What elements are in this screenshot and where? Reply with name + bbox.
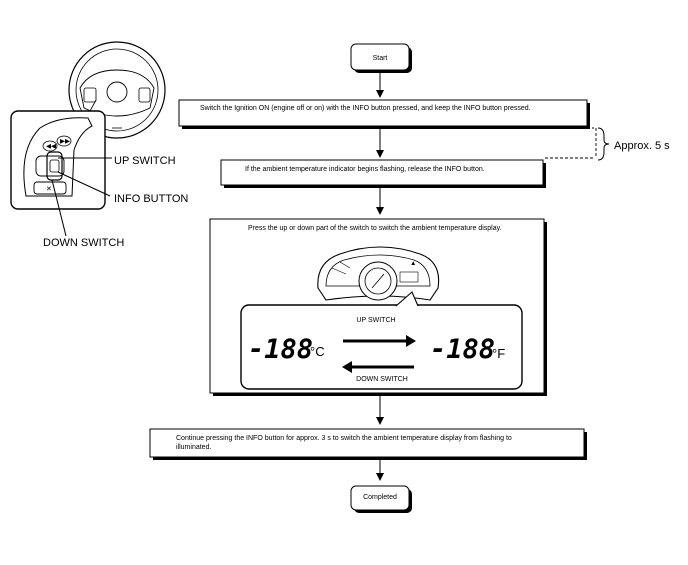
start-label: Start	[373, 55, 388, 62]
approx-5s-label: Approx. 5 s	[614, 140, 670, 152]
display-down-switch-label: DOWN SWITCH	[356, 376, 408, 383]
fahrenheit-digits: -188	[430, 334, 495, 365]
step4-box: Continue pressing the INFO button for ap…	[149, 428, 587, 460]
end-label: Completed	[363, 494, 397, 501]
info-button-label: INFO BUTTON	[114, 193, 188, 205]
right-arrow-icon	[406, 335, 416, 347]
step3-text: Press the up or down part of the switch …	[248, 225, 502, 232]
celsius-digits: -188	[248, 334, 313, 365]
button-glyph: ▶▶	[60, 138, 70, 145]
button-glyph: ✕	[46, 186, 52, 193]
instrument-cluster: ▲	[317, 246, 440, 301]
end-terminal: Completed	[350, 485, 412, 513]
steering-wheel-illustration	[68, 41, 166, 139]
switch-zoom-box: ◀◀ ▶▶ ✕	[10, 99, 106, 210]
switch-arrows	[342, 335, 416, 373]
display-up-switch-label: UP SWITCH	[356, 317, 395, 324]
step2-text: If the ambient temperature indicator beg…	[245, 166, 485, 173]
step4-text-line2: illuminated.	[176, 444, 211, 451]
step1-text: Switch the Ignition ON (engine off or on…	[200, 105, 531, 112]
down-switch-label: DOWN SWITCH	[43, 237, 124, 249]
up-switch-label: UP SWITCH	[114, 155, 176, 167]
left-arrow-icon	[342, 361, 352, 373]
cluster-glyph: ▲	[410, 260, 416, 267]
callout-leaders	[51, 157, 112, 237]
step2-box: If the ambient temperature indicator beg…	[220, 159, 546, 188]
button-glyph: ◀◀	[46, 143, 56, 150]
start-terminal: Start	[350, 43, 412, 73]
timing-bracket	[545, 127, 610, 161]
step4-text-line1: Continue pressing the INFO button for ap…	[176, 435, 512, 442]
fahrenheit-unit: °F	[492, 346, 505, 361]
step1-box: Switch the Ignition ON (engine off or on…	[178, 99, 590, 129]
display-panel	[240, 291, 523, 390]
celsius-unit: °C	[310, 344, 325, 359]
